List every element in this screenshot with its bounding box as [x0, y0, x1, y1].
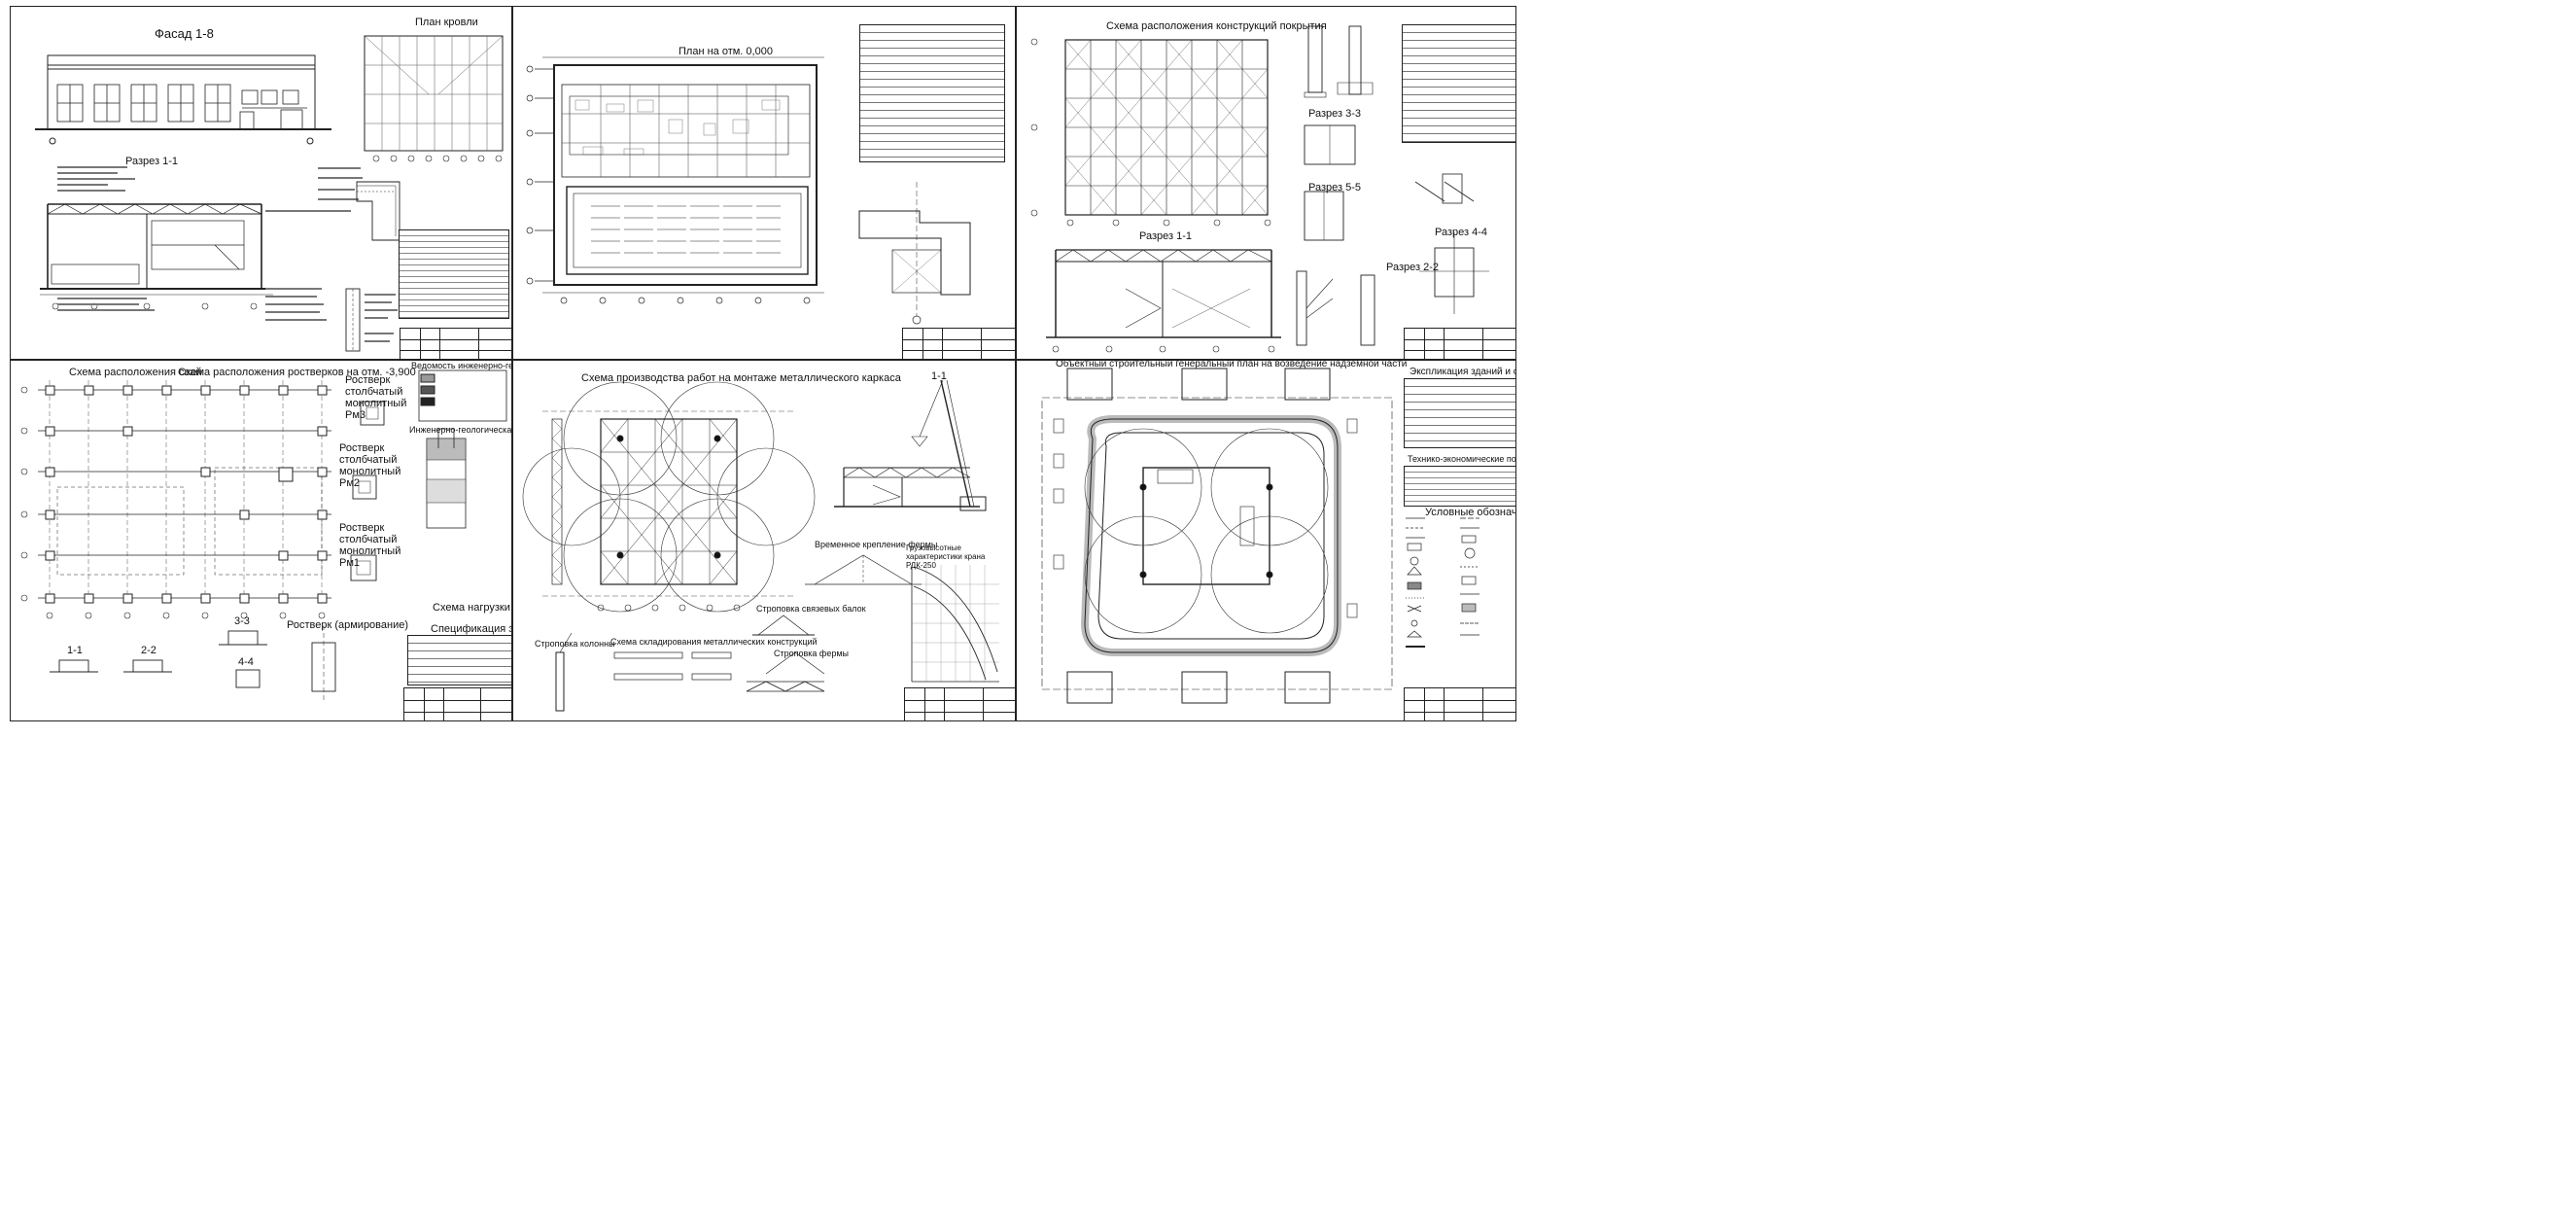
section-1-1-label: 1-1 [67, 645, 83, 656]
sheet-construction-genplan: Объектный строительный генеральный план … [1016, 360, 1516, 721]
buildings-explication-title: Экспликация зданий и сооружений [1410, 367, 1515, 377]
title-block [902, 328, 1015, 359]
sheet-floor-plan: План на отм. 0,000 [512, 6, 1016, 360]
sheet-erection-scheme: Схема производства работ на монтаже мета… [512, 360, 1016, 721]
grillage-rm3-title: Ростверк столбчатый монолитный Рм3 [345, 374, 407, 421]
general-notes [399, 229, 509, 319]
floor-plan-title: План на отм. 0,000 [679, 46, 773, 57]
section-3-3-label: 3-3 [234, 615, 250, 627]
grillage-rm2-title: Ростверк столбчатый монолитный Рм2 [339, 442, 401, 489]
sheet-roof-structure: Схема расположения конструкций покрытия … [1016, 6, 1516, 360]
genplan-title: Объектный строительный генеральный план … [1056, 360, 1408, 369]
roof-section-title: Разрез 1-1 [1139, 230, 1193, 242]
node-section-5-5: Разрез 5-5 [1308, 182, 1362, 193]
section-4-4-label: 4-4 [238, 656, 254, 668]
rooms-table [859, 24, 1005, 162]
sheet-facade-section: Фасад 1-8 План кровли Разрез 1-1 [10, 6, 512, 360]
geology-legend-title: Ведомость инженерно-геологических элемен… [411, 361, 511, 370]
roof-layout-title: Схема расположения конструкций покрытия [1106, 20, 1327, 32]
column-slinging-title: Строповка колонны [535, 639, 615, 649]
beam-slinging-title: Строповка связевых балок [756, 604, 866, 614]
sheet-foundations: Схема расположения свай Схема расположен… [10, 360, 512, 721]
erection-scheme-title: Схема производства работ на монтаже мета… [581, 372, 901, 384]
grillage-cut-title: Ростверк (армирование) [287, 619, 409, 631]
grillage-layout-title: Схема расположения ростверков на отм. -3… [178, 367, 416, 378]
section-2-2-label: 2-2 [141, 645, 157, 656]
legend-title: Условные обозначения [1425, 507, 1516, 518]
foundations-drawing [20, 369, 507, 701]
title-block [403, 687, 511, 720]
floor-plan-drawing [526, 56, 971, 325]
crane-section-title: 1-1 [931, 370, 947, 382]
roof-plan-title: План кровли [415, 17, 478, 28]
geology-column-title: Инженерно-геологическая колонка [409, 425, 512, 435]
title-block [1404, 328, 1515, 359]
node-section-3-3: Разрез 3-3 [1308, 108, 1362, 120]
tep-title: Технико-экономические показатели [1408, 454, 1516, 464]
title-block [1404, 687, 1515, 720]
crane-chart-title: Грузовысотные характеристики крана РДК-2… [906, 544, 986, 570]
piles-layout-title: Схема расположения свай [69, 367, 202, 378]
loads-scheme-title: Схема нагрузки [433, 602, 510, 614]
steel-statement-table [1402, 24, 1515, 143]
genplan-drawing [1041, 368, 1479, 704]
spec-title: Спецификация элементов [431, 623, 511, 635]
storage-scheme-title: Схема складирования металлических констр… [610, 637, 818, 647]
spec-table [407, 635, 511, 685]
grillage-rm1-title: Ростверк столбчатый монолитный Рм1 [339, 522, 401, 569]
section-1-1-title: Разрез 1-1 [125, 156, 179, 167]
erection-drawing [522, 379, 999, 712]
truss-slinging-title: Строповка фермы [774, 649, 850, 658]
node-section-2-2: Разрез 2-2 [1386, 262, 1440, 273]
node-section-4-4: Разрез 4-4 [1435, 227, 1488, 238]
truss-fixing-title: Временное крепление фермы [815, 540, 938, 549]
title-block [904, 687, 1015, 720]
facade-section-drawing [35, 35, 504, 352]
title-block [400, 328, 511, 359]
roof-structure-drawing [1030, 25, 1489, 353]
tep-table [1404, 466, 1515, 507]
buildings-explication-table [1404, 378, 1515, 448]
facade-title: Фасад 1-8 [155, 26, 214, 41]
